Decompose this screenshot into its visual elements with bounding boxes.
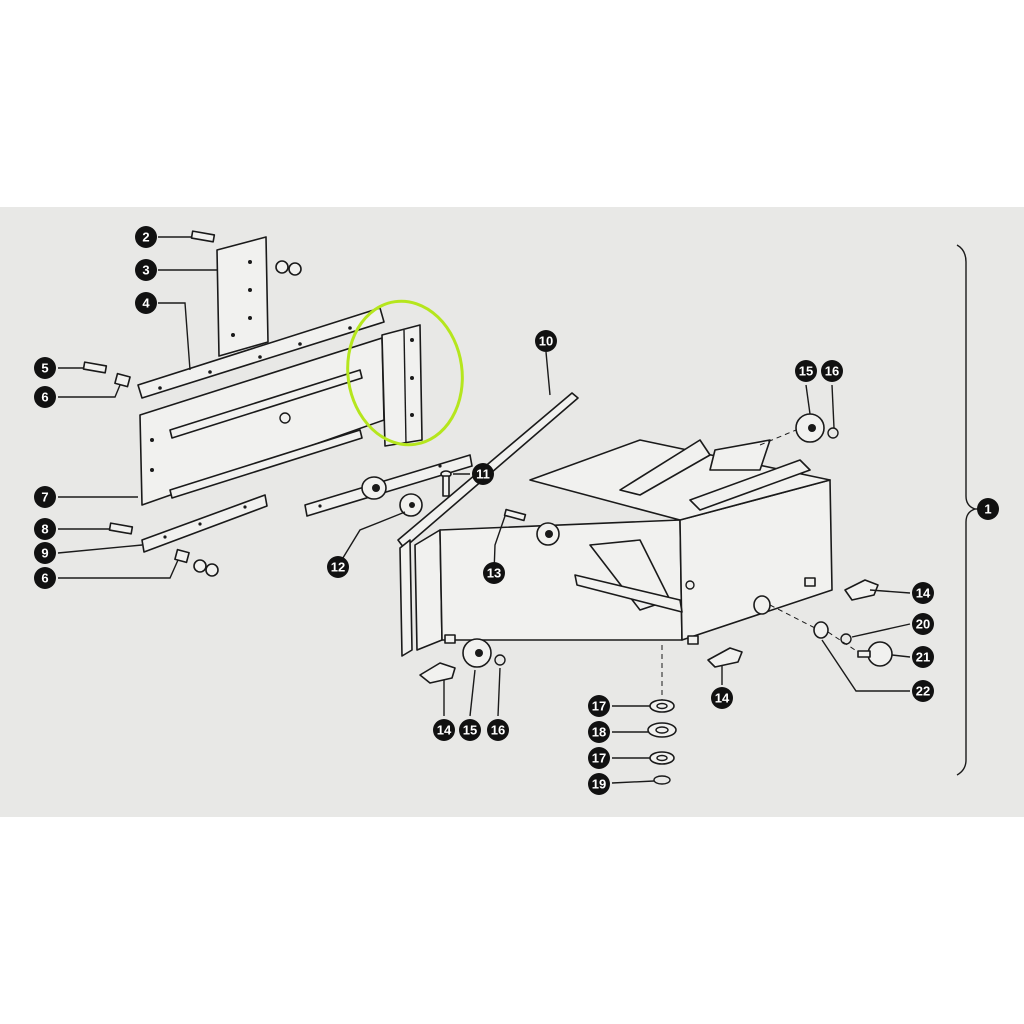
callout-3: 3 [135,259,157,281]
circlip-16-left [494,654,506,666]
callout-15-right: 15 [795,360,817,382]
callout-label: 8 [41,522,48,537]
callout-22: 22 [912,680,934,702]
spacer-6-bottom [174,548,190,564]
callout-label: 10 [539,334,553,349]
roller-21 [857,641,893,667]
callout-19: 19 [588,773,610,795]
callout-label: 15 [463,723,477,738]
callout-label: 20 [916,617,930,632]
callout-label: 14 [437,723,452,738]
callout-label: 2 [142,230,149,245]
callout-1: 1 [977,498,999,520]
bolt-11 [440,470,452,497]
flat-bar [304,454,473,517]
highlight-circle [346,299,464,447]
left-rail-assembly [82,230,385,577]
callout-label: 6 [41,390,48,405]
callout-20: 20 [912,613,934,635]
callout-7: 7 [34,486,56,508]
callout-6-top: 6 [34,386,56,408]
callout-label: 13 [487,566,501,581]
callout-6-bottom: 6 [34,567,56,589]
callout-label: 21 [916,650,930,665]
callout-label: 14 [916,586,931,601]
callout-11: 11 [472,463,494,485]
ring-19 [653,775,671,785]
callout-label: 3 [142,263,149,278]
bracket-14-left [419,662,456,684]
callout-16-left: 16 [487,719,509,741]
callout-21: 21 [912,646,934,668]
callout-label: 18 [592,725,606,740]
collar-13 [503,508,560,546]
callout-label: 16 [825,364,839,379]
callout-label: 1 [984,502,991,517]
callout-14-left: 14 [433,719,455,741]
vertical-plate [216,236,269,357]
callout-label: 9 [41,546,48,561]
circled-plate [346,299,464,447]
screw-5 [82,361,108,374]
callout-label: 17 [592,699,606,714]
callout-label: 11 [476,467,490,482]
callout-17-bottom: 17 [588,747,610,769]
callout-label: 15 [799,364,813,379]
ring-22 [813,621,829,639]
callout-4: 4 [135,292,157,314]
circlip-16-right [827,427,839,439]
callout-14-right: 14 [912,582,934,604]
callout-13: 13 [483,562,505,584]
spacer-6-top [114,372,131,388]
callout-16-right: 16 [821,360,843,382]
callout-label: 17 [592,751,606,766]
callout-label: 12 [331,560,345,575]
bottom-strip [141,494,268,553]
callout-label: 14 [715,691,730,706]
nut-top [275,260,302,276]
top-strip [137,307,385,399]
callout-label: 16 [491,723,505,738]
screw-8 [108,522,134,535]
callout-2: 2 [135,226,157,248]
callout-label: 19 [592,777,606,792]
bearing-12-upper [361,476,387,500]
callout-14-mid: 14 [711,687,733,709]
bearing-18 [647,722,677,738]
callout-15-left: 15 [459,719,481,741]
callout-18: 18 [588,721,610,743]
callout-label: 22 [916,684,930,699]
screw-2 [190,230,216,243]
callout-12: 12 [327,556,349,578]
callout-label: 5 [41,361,48,376]
callout-10: 10 [535,330,557,352]
callout-8: 8 [34,518,56,540]
bracket-14-mid [707,647,743,668]
alignment-lines [661,429,859,700]
callout-label: 4 [142,296,150,311]
bearing-15-left [462,638,492,668]
nut-bottom [193,559,219,577]
bearing-12 [399,493,423,517]
callout-5: 5 [34,357,56,379]
callout-label: 6 [41,571,48,586]
callout-17-top: 17 [588,695,610,717]
callout-label: 7 [41,490,48,505]
callout-9: 9 [34,542,56,564]
